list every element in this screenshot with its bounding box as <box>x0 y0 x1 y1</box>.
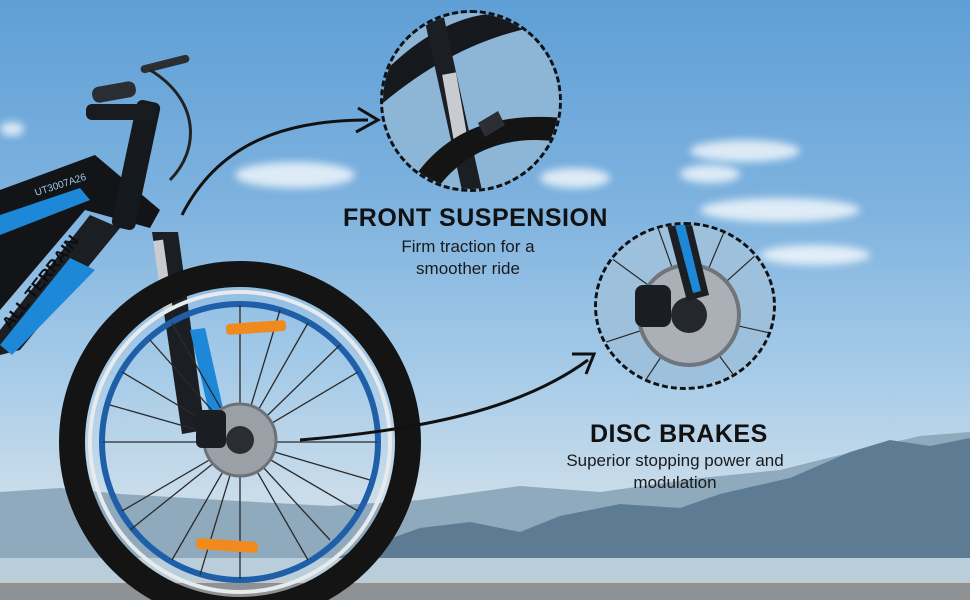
front-suspension-desc-line1: Firm traction for a <box>401 237 535 256</box>
brake-arrow <box>299 358 589 442</box>
brake-caliper <box>196 410 226 448</box>
disc-brake-zoom-circle <box>594 222 776 390</box>
rim-blue <box>99 301 381 583</box>
cloud <box>680 165 740 183</box>
reflector-bottom <box>195 538 259 553</box>
mountains-near <box>330 438 970 560</box>
brake-lever <box>140 54 190 74</box>
disc-brakes-desc-line2: modulation <box>633 473 717 492</box>
disc-brake-closeup <box>597 225 773 387</box>
frame-blue-stripe <box>0 188 90 235</box>
cloud <box>540 168 610 188</box>
disc-brakes-description: Superior stopping power and modulation <box>530 450 820 494</box>
handlebar-grip <box>92 81 136 103</box>
front-suspension-title: FRONT SUSPENSION <box>343 204 608 232</box>
front-tire <box>59 261 421 600</box>
brake-cable <box>149 68 192 182</box>
cloud <box>700 198 860 222</box>
disc-brakes-desc-line1: Superior stopping power and <box>566 451 784 470</box>
stem <box>86 104 156 120</box>
ground <box>0 580 970 600</box>
cloud <box>0 122 24 136</box>
sea <box>0 558 970 580</box>
suspension-arrowhead <box>355 106 382 134</box>
brake-arrowhead <box>572 352 597 375</box>
head-tube <box>111 100 161 230</box>
front-suspension-description: Firm traction for a smoother ride <box>378 236 558 280</box>
front-suspension-desc-line2: smoother ride <box>416 259 520 278</box>
suspension-arrow <box>180 118 369 216</box>
cloud <box>690 140 800 162</box>
cloud <box>235 162 355 188</box>
cloud <box>760 245 870 265</box>
disc-brakes-title: DISC BRAKES <box>590 420 768 448</box>
reflector-top <box>225 320 287 335</box>
frame-down-tube-blue <box>0 258 95 355</box>
